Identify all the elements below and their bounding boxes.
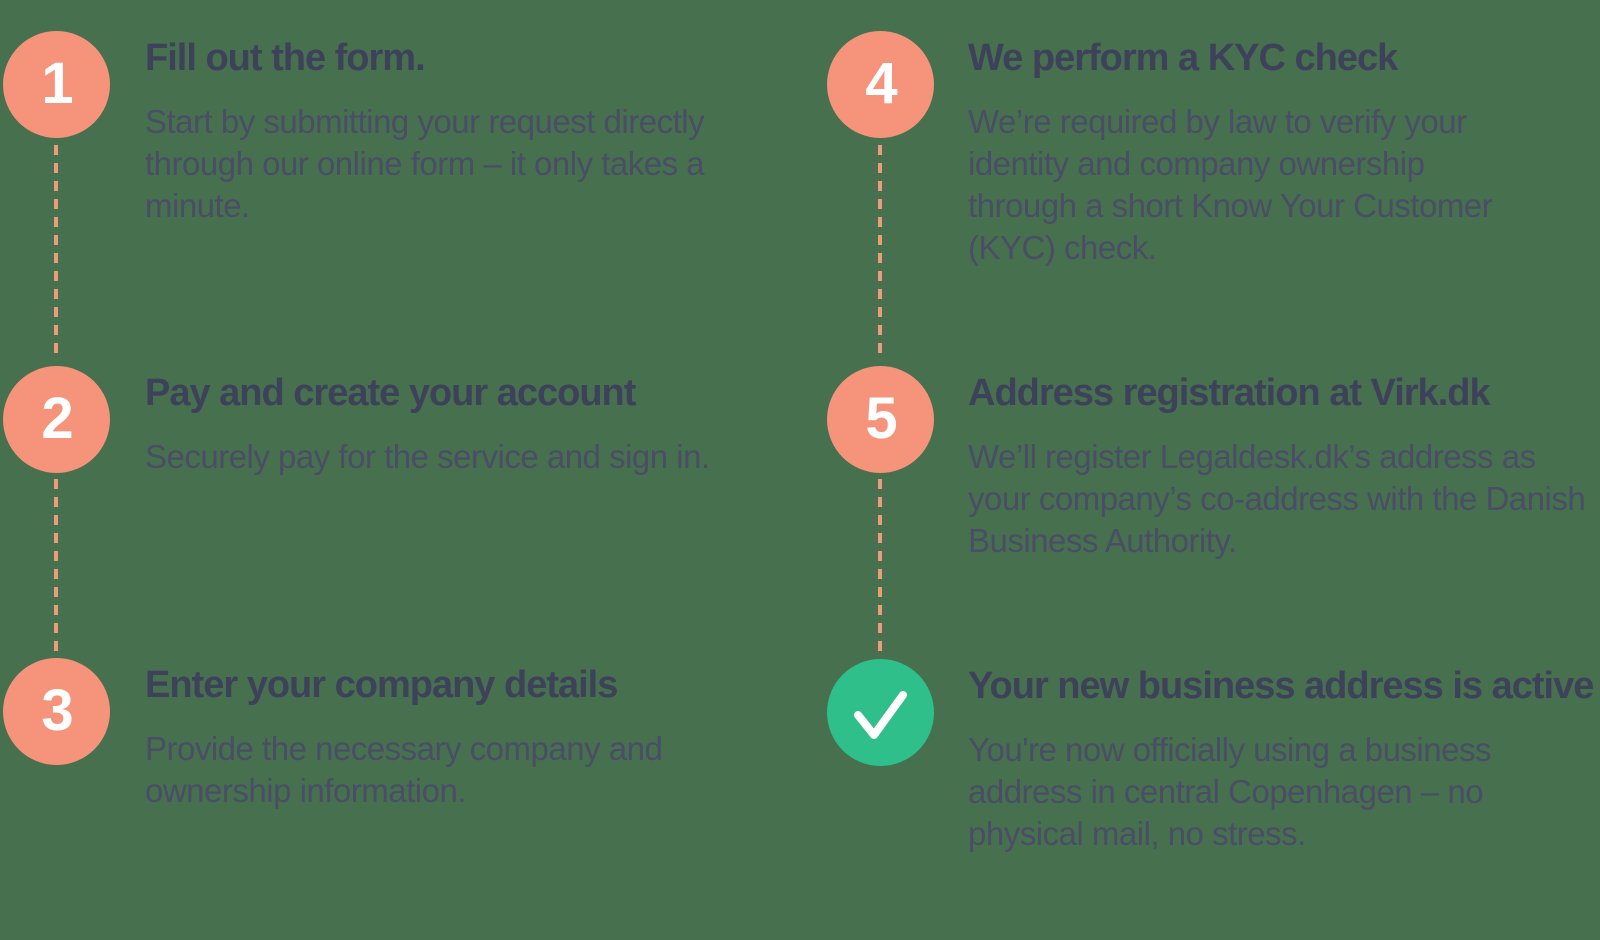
step-2-title: Pay and create your account	[145, 372, 636, 414]
step-3-number-badge: 3	[3, 658, 110, 765]
dashed-connector-right-2	[878, 479, 882, 655]
step-2-number-badge: 2	[3, 366, 110, 473]
step-1: 1 Fill out the form. Start by submitting…	[3, 31, 705, 227]
step-2-description: Securely pay for the service and sign in…	[145, 438, 710, 475]
step-3-number: 3	[41, 677, 73, 743]
step-4-title: We perform a KYC check	[968, 37, 1398, 79]
step-6-done-badge	[827, 659, 934, 766]
step-3-description: Provide the necessary company and owners…	[145, 730, 663, 809]
step-1-number: 1	[41, 50, 73, 116]
step-5-description: We’ll register Legaldesk.dk’s address as…	[968, 438, 1586, 559]
step-6-done: Your new business address is active You'…	[827, 659, 1594, 855]
step-3-title: Enter your company details	[145, 664, 618, 706]
step-6-title: Your new business address is active	[968, 665, 1594, 707]
dashed-connector-left-2	[54, 479, 58, 653]
step-4: 4 We perform a KYC check We’re required …	[827, 31, 1533, 269]
step-2: 2 Pay and create your account Securely p…	[3, 366, 710, 478]
step-6-description: You're now officially using a business a…	[968, 731, 1491, 852]
dashed-connector-right-1	[878, 145, 882, 357]
step-1-number-badge: 1	[3, 31, 110, 138]
step-3: 3 Enter your company details Provide the…	[3, 658, 710, 812]
step-5-number: 5	[865, 385, 897, 451]
step-1-title: Fill out the form.	[145, 37, 426, 79]
check-icon	[854, 691, 907, 739]
step-4-number-badge: 4	[827, 31, 934, 138]
step-5-number-badge: 5	[827, 366, 934, 473]
dashed-connector-left-1	[54, 145, 58, 357]
step-2-number: 2	[41, 385, 73, 451]
step-5: 5 Address registration at Virk.dk We’ll …	[827, 366, 1600, 562]
step-1-description: Start by submitting your request directl…	[145, 103, 705, 224]
step-5-title: Address registration at Virk.dk	[968, 372, 1491, 414]
step-4-description: We’re required by law to verify your ide…	[968, 103, 1493, 266]
step-4-number: 4	[865, 50, 897, 116]
